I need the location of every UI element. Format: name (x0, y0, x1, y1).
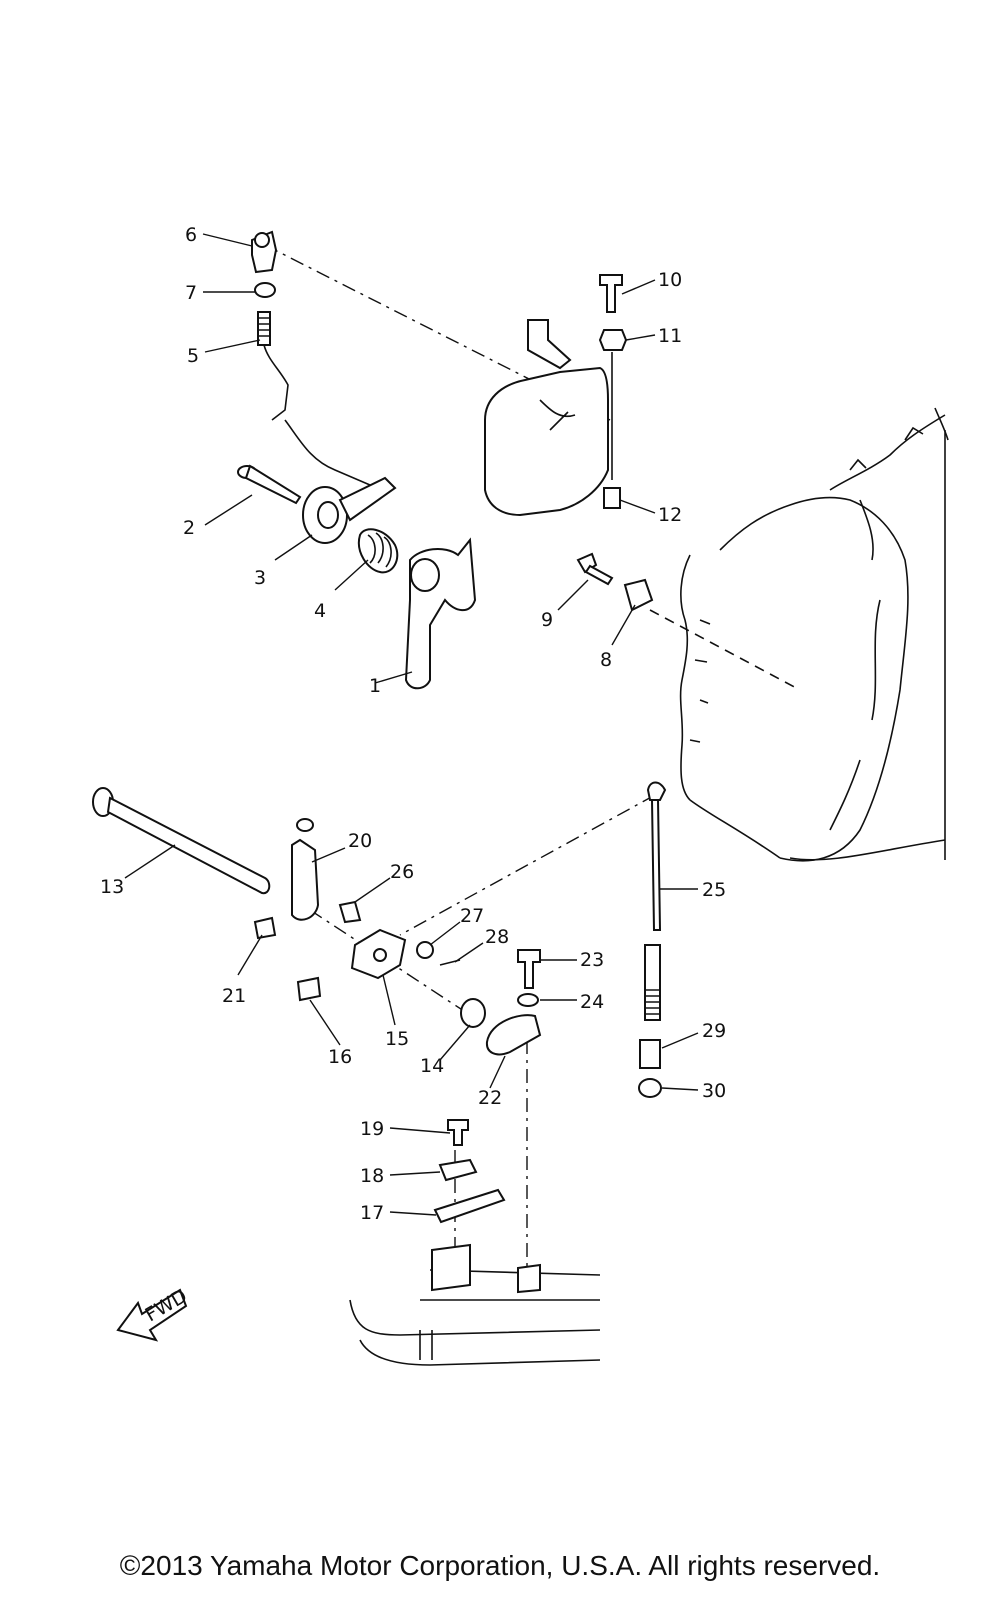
part-22-arm (485, 1014, 542, 1056)
callout-9: 9 (541, 609, 553, 631)
callout-2: 2 (183, 517, 195, 539)
callout-18: 18 (360, 1165, 384, 1187)
callout-26: 26 (390, 861, 414, 883)
callout-6: 6 (185, 224, 197, 246)
part-9-screw (576, 552, 614, 586)
part-18-plate (438, 1158, 478, 1182)
callout-1: 1 (369, 675, 381, 697)
callout-11: 11 (658, 325, 682, 347)
callout-13: 13 (100, 876, 124, 898)
part-25-rod (644, 781, 667, 1021)
leader-lines (124, 233, 699, 1216)
callout-5: 5 (187, 345, 199, 367)
bracket-assembly (484, 319, 609, 517)
part-20-lever-plate (291, 818, 320, 921)
part-12-cap (603, 487, 621, 509)
copyright-notice: ©2013 Yamaha Motor Corporation, U.S.A. A… (119, 1550, 881, 1581)
part-4-spring (357, 528, 399, 574)
alignment-line (649, 609, 801, 691)
part-16-pin (296, 976, 322, 1002)
part-26-bolt (338, 900, 362, 924)
callout-15: 15 (385, 1028, 409, 1050)
callout-29: 29 (702, 1020, 726, 1042)
part-5-link-rod (257, 311, 289, 421)
callout-7: 7 (185, 282, 197, 304)
callout-12: 12 (658, 504, 682, 526)
callout-16: 16 (328, 1046, 352, 1068)
callout-20: 20 (348, 830, 372, 852)
part-19-screw (447, 1119, 469, 1146)
fwd-arrow-icon: FWD (116, 1285, 191, 1342)
callout-labels: 1 2 3 4 5 6 7 8 9 10 11 12 13 14 15 16 1… (100, 224, 726, 1224)
callout-4: 4 (314, 600, 326, 622)
callout-8: 8 (600, 649, 612, 671)
part-23-bolt (517, 949, 541, 989)
part-30-nut (638, 1078, 662, 1098)
callout-24: 24 (580, 991, 604, 1013)
part-3-pulley (302, 476, 397, 544)
callout-25: 25 (702, 879, 726, 901)
part-15-block (350, 928, 407, 980)
callout-19: 19 (360, 1118, 384, 1140)
callout-3: 3 (254, 567, 266, 589)
bottom-base (349, 1243, 601, 1366)
callout-23: 23 (580, 949, 604, 971)
part-10-bolt (599, 274, 623, 313)
part-6-joint (251, 230, 278, 274)
part-17-plate (433, 1188, 506, 1224)
part-24-washer (517, 993, 539, 1007)
part-2-bolt (237, 464, 302, 505)
callout-22: 22 (478, 1087, 502, 1109)
part-21-pin (253, 916, 277, 940)
alignment-line (399, 794, 656, 936)
callout-17: 17 (360, 1202, 384, 1224)
part-13-shaft (92, 787, 271, 895)
part-7-nut (254, 282, 276, 298)
callout-10: 10 (658, 269, 682, 291)
callout-28: 28 (485, 926, 509, 948)
part-14-bushing (460, 998, 486, 1028)
callout-27: 27 (460, 905, 484, 927)
part-1-lever (404, 537, 477, 690)
part-27-clip (416, 941, 434, 959)
part-8-collar (623, 578, 654, 612)
callout-30: 30 (702, 1080, 726, 1102)
part-29-nut (639, 1039, 661, 1069)
parts-diagram: FWD 1 2 3 4 (92, 224, 949, 1366)
callout-21: 21 (222, 985, 246, 1007)
callout-14: 14 (420, 1055, 444, 1077)
engine-block-outline (679, 407, 949, 862)
link-wire (284, 419, 371, 486)
part-11-nut (598, 329, 628, 351)
